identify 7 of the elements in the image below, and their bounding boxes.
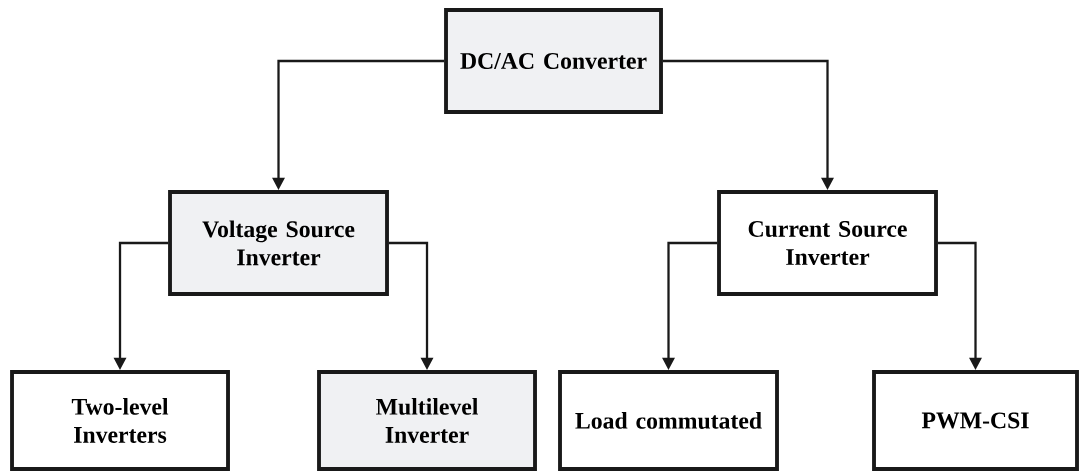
process-box: Voltage Source Inverter bbox=[168, 190, 389, 296]
process-box: Two-level Inverters bbox=[10, 370, 230, 471]
process-box: Current Source Inverter bbox=[717, 190, 938, 296]
process-box: DC/AC Converter bbox=[444, 8, 663, 114]
process-box: Load commutated bbox=[558, 370, 779, 471]
process-box: PWM-CSI bbox=[872, 370, 1079, 471]
process-box: Multilevel Inverter bbox=[317, 370, 537, 471]
